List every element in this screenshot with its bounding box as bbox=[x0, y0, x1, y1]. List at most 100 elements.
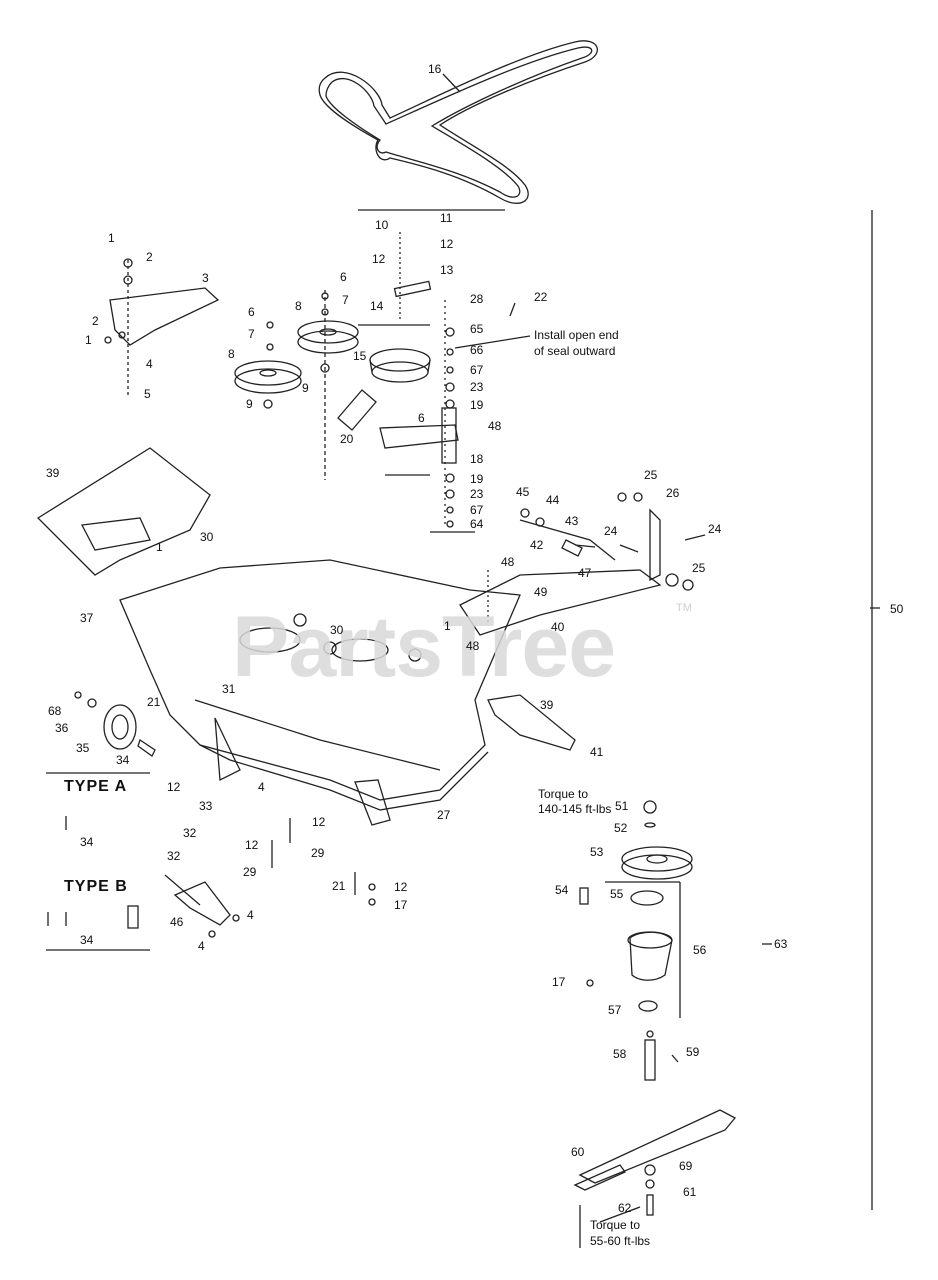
callout-label: 31 bbox=[222, 682, 236, 696]
callout-label: 48 bbox=[501, 555, 515, 569]
idler-spring bbox=[337, 389, 377, 431]
callout-label: 19 bbox=[470, 398, 484, 412]
watermark-tm: TM bbox=[676, 602, 692, 614]
callout-label: 4 bbox=[258, 780, 265, 794]
callout-label: 67 bbox=[470, 503, 484, 517]
callout-label: 9 bbox=[302, 381, 309, 395]
callout-label: 57 bbox=[608, 1003, 622, 1017]
callout-label: 14 bbox=[370, 299, 384, 313]
callout-label: 23 bbox=[470, 380, 484, 394]
callout-label: 32 bbox=[183, 826, 197, 840]
callout-label: 41 bbox=[590, 745, 604, 759]
callout-label: 69 bbox=[679, 1159, 693, 1173]
callout-label: 12 bbox=[245, 838, 259, 852]
idler-pulley-left bbox=[234, 360, 302, 386]
drive-belt bbox=[318, 40, 598, 204]
callout-label: 6 bbox=[248, 305, 255, 319]
callout-label: 28 bbox=[470, 292, 484, 306]
callout-label: 6 bbox=[418, 411, 425, 425]
callout-label: 30 bbox=[200, 530, 214, 544]
callout-label: 40 bbox=[551, 620, 565, 634]
type-b-part-label: 34 bbox=[80, 933, 94, 947]
callout-label: 43 bbox=[565, 514, 579, 528]
wheel-bracket bbox=[173, 881, 231, 926]
type-a-heading: TYPE A bbox=[64, 778, 128, 795]
callout-label: 19 bbox=[470, 472, 484, 486]
idler-pulley-center bbox=[297, 320, 359, 344]
torque-note-top-line2: 140-145 ft-lbs bbox=[538, 802, 612, 816]
lift-arm-40 bbox=[459, 569, 662, 636]
callout-label: 22 bbox=[534, 290, 548, 304]
callout-label: 24 bbox=[708, 522, 722, 536]
callout-label: 1 bbox=[156, 540, 163, 554]
callout-label: 3 bbox=[202, 271, 209, 285]
callout-label: 4 bbox=[247, 908, 254, 922]
callout-label: 1 bbox=[108, 231, 115, 245]
callout-label: 42 bbox=[530, 538, 544, 552]
callout-label: 21 bbox=[147, 695, 161, 709]
callout-label: 62 bbox=[618, 1201, 632, 1215]
callout-label: 34 bbox=[116, 753, 130, 767]
callout-label: 24 bbox=[604, 524, 618, 538]
callout-label: 53 bbox=[590, 845, 604, 859]
callout-label: 47 bbox=[578, 566, 592, 580]
watermark-brand: PartsTree bbox=[232, 599, 616, 695]
callout-label: 17 bbox=[394, 898, 408, 912]
callout-label: 6 bbox=[340, 270, 347, 284]
seal-note-line1: Install open end bbox=[534, 328, 619, 342]
callout-label: 67 bbox=[470, 363, 484, 377]
callout-label: 7 bbox=[342, 293, 349, 307]
callout-label: 4 bbox=[146, 357, 153, 371]
callout-label: 9 bbox=[246, 397, 253, 411]
torque-note-top-line1: Torque to bbox=[538, 787, 589, 801]
callout-label: 39 bbox=[46, 466, 60, 480]
callout-label: 16 bbox=[428, 62, 442, 76]
callout-label: 25 bbox=[644, 468, 658, 482]
callout-label: 51 bbox=[615, 799, 629, 813]
callout-label: 12 bbox=[372, 252, 386, 266]
callout-label: 61 bbox=[683, 1185, 697, 1199]
callout-label: 50 bbox=[890, 602, 904, 616]
spindle-housing bbox=[629, 931, 673, 981]
callout-label: 18 bbox=[470, 452, 484, 466]
seal-note-line2: of seal outward bbox=[534, 344, 616, 358]
callout-label: 32 bbox=[167, 849, 181, 863]
callout-label: 7 bbox=[248, 327, 255, 341]
callout-label: 48 bbox=[488, 419, 502, 433]
callout-label: 65 bbox=[470, 322, 484, 336]
callout-label: 30 bbox=[330, 623, 344, 637]
callout-label: 2 bbox=[92, 314, 99, 328]
callout-label: 59 bbox=[686, 1045, 700, 1059]
spindle-pulley bbox=[621, 846, 693, 872]
callout-label: 29 bbox=[311, 846, 325, 860]
callout-label: 66 bbox=[470, 343, 484, 357]
callout-label: 5 bbox=[144, 387, 151, 401]
callout-label: 21 bbox=[332, 879, 346, 893]
pulley-15 bbox=[369, 348, 431, 372]
callout-label: 45 bbox=[516, 485, 530, 499]
callout-label: 13 bbox=[440, 263, 454, 277]
belt-cover-left bbox=[36, 447, 211, 576]
callout-label: 8 bbox=[295, 299, 302, 313]
lift-arm-39 bbox=[487, 694, 576, 751]
callout-label: 8 bbox=[228, 347, 235, 361]
callout-label: 33 bbox=[199, 799, 213, 813]
callout-label: 26 bbox=[666, 486, 680, 500]
callout-label: 23 bbox=[470, 487, 484, 501]
callout-label: 44 bbox=[546, 493, 560, 507]
callout-label: 46 bbox=[170, 915, 184, 929]
callout-label: 29 bbox=[243, 865, 257, 879]
gauge-wheel bbox=[103, 704, 137, 750]
callout-label: 55 bbox=[610, 887, 624, 901]
callout-label: 54 bbox=[555, 883, 569, 897]
callout-label: 12 bbox=[440, 237, 454, 251]
callout-label: 56 bbox=[693, 943, 707, 957]
callout-label: 17 bbox=[552, 975, 566, 989]
callout-label: 12 bbox=[167, 780, 181, 794]
callout-label: 39 bbox=[540, 698, 554, 712]
callout-label: 27 bbox=[437, 808, 451, 822]
type-b-heading: TYPE B bbox=[64, 878, 128, 895]
torque-note-bottom-line1: Torque to bbox=[590, 1218, 641, 1232]
callout-label: 1 bbox=[85, 333, 92, 347]
